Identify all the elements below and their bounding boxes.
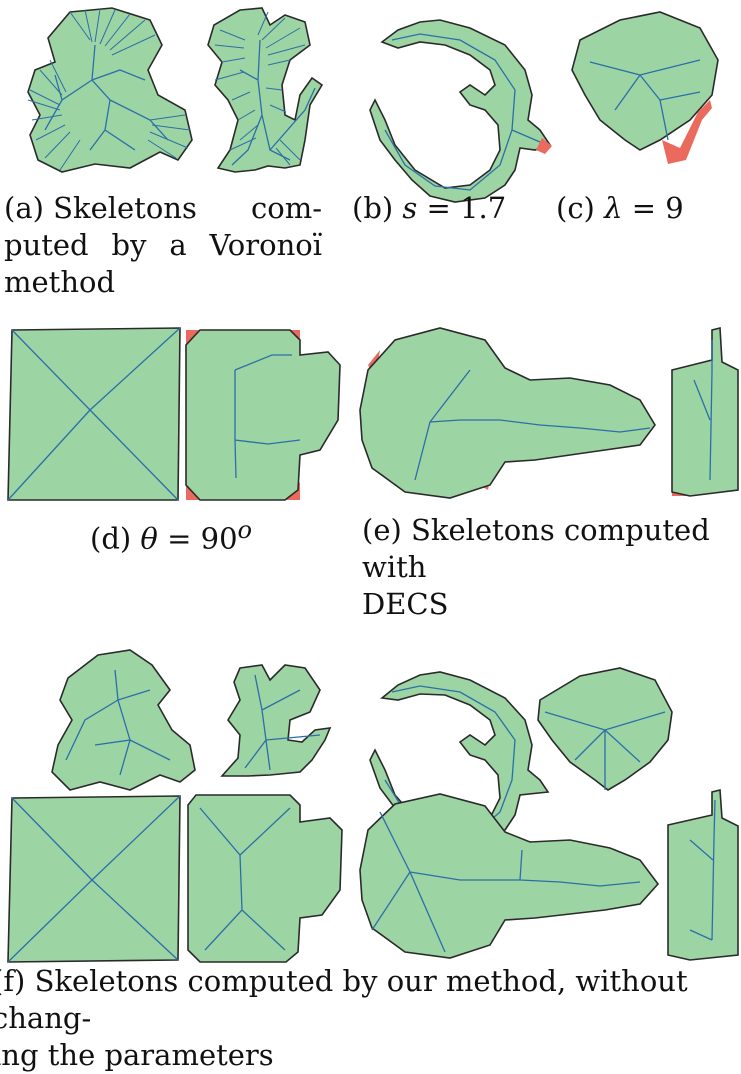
caption-d-sup: o xyxy=(238,516,253,544)
caption-a-word: Voronoï xyxy=(210,227,322,264)
panel-d-square xyxy=(8,328,180,500)
caption-a-word: puted xyxy=(4,227,89,264)
caption-f-line2: ing the parameters xyxy=(0,1037,741,1074)
panel-f-phone xyxy=(668,790,738,960)
panel-e-key xyxy=(360,328,655,498)
panel-e-phone xyxy=(672,328,738,496)
caption-a-word: Skeletons xyxy=(53,191,197,225)
caption-a: (a) Skeletons com- puted by a Voronoï me… xyxy=(4,190,322,301)
caption-d: (d) θ = 90o xyxy=(90,512,252,558)
caption-a-word: a xyxy=(169,227,186,264)
caption-f-line1: (f) Skeletons computed by our method, wi… xyxy=(0,963,741,1037)
panel-f-mouse xyxy=(222,665,330,776)
panel-f-square xyxy=(8,796,180,962)
panel-f-mug xyxy=(188,795,342,962)
panel-a-bear xyxy=(28,8,192,172)
caption-e: (e) Skeletons computed with DECS xyxy=(362,512,738,623)
caption-a-line3: method xyxy=(4,264,322,301)
caption-b: (b) s = 1.7 xyxy=(352,190,506,227)
panel-a-mouse xyxy=(208,8,322,172)
panel-b-lizard xyxy=(370,20,552,202)
caption-d-value: = 90 xyxy=(167,522,237,556)
caption-a-word: com- xyxy=(251,190,322,227)
panel-c-stingray xyxy=(572,12,718,164)
caption-f: (f) Skeletons computed by our method, wi… xyxy=(0,963,741,1074)
caption-c-value: = 9 xyxy=(632,191,684,225)
caption-b-label: (b) xyxy=(352,191,393,225)
caption-e-line2: DECS xyxy=(362,586,738,623)
caption-d-label: (d) xyxy=(90,522,131,556)
caption-a-word: by xyxy=(112,227,147,264)
caption-e-line1: (e) Skeletons computed with xyxy=(362,512,738,586)
caption-b-symbol: s xyxy=(402,191,417,225)
caption-c-label: (c) xyxy=(556,191,595,225)
caption-c-symbol: λ xyxy=(604,191,622,225)
caption-c: (c) λ = 9 xyxy=(556,190,684,227)
panel-d-mug xyxy=(186,330,340,500)
panel-f-bear xyxy=(52,650,195,790)
caption-b-value: = 1.7 xyxy=(427,191,507,225)
panel-f-stingray xyxy=(538,668,672,790)
caption-d-symbol: θ xyxy=(140,522,157,556)
caption-a-label: (a) xyxy=(4,191,44,225)
